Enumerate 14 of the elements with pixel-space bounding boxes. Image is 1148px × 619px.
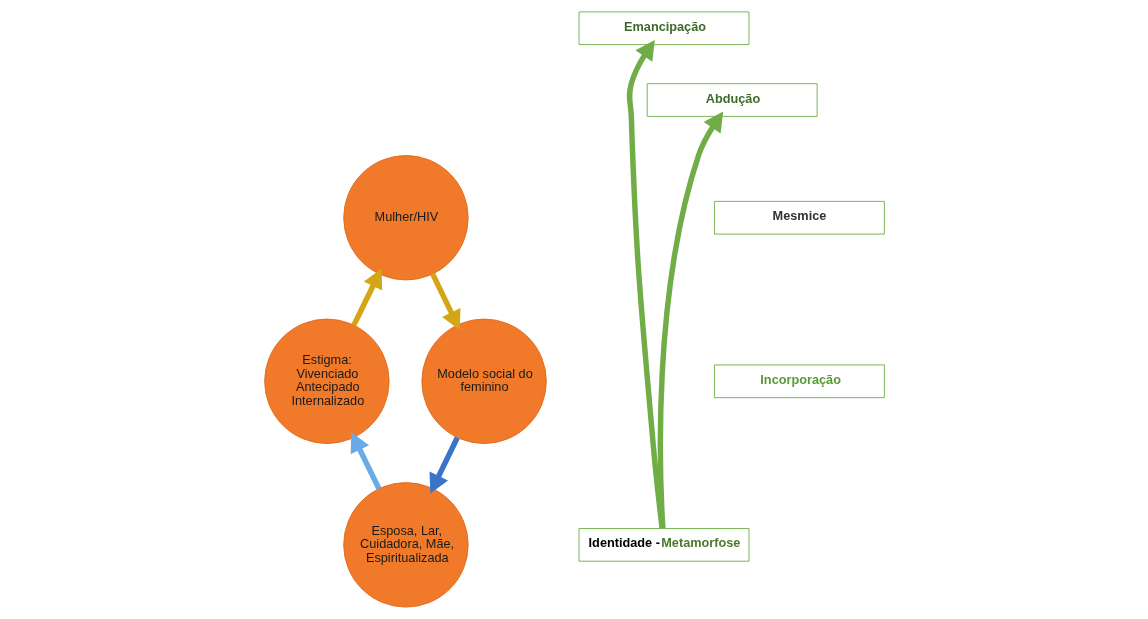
- node-box: Identidade -Metamorfose: [578, 528, 749, 562]
- node-box: Abdução: [646, 83, 818, 117]
- node-circle: Esposa, Lar, Cuidadora, Mãe, Espiritualizada: [342, 482, 469, 608]
- arrow: [350, 432, 381, 490]
- node-box: Incorporação: [713, 364, 885, 399]
- node-circle: Modelo social do feminino: [420, 318, 547, 444]
- node-circle: Estigma: Vivenciado Antecipado Internalizado: [263, 318, 390, 444]
- arrow: [429, 436, 460, 494]
- arrow: [429, 272, 460, 330]
- node-box: Emancipação: [578, 11, 749, 46]
- node-circle: Mulher/HIV: [342, 155, 469, 281]
- arrow: [350, 268, 382, 327]
- arrow: [657, 111, 723, 529]
- node-box: Mesmice: [713, 200, 885, 235]
